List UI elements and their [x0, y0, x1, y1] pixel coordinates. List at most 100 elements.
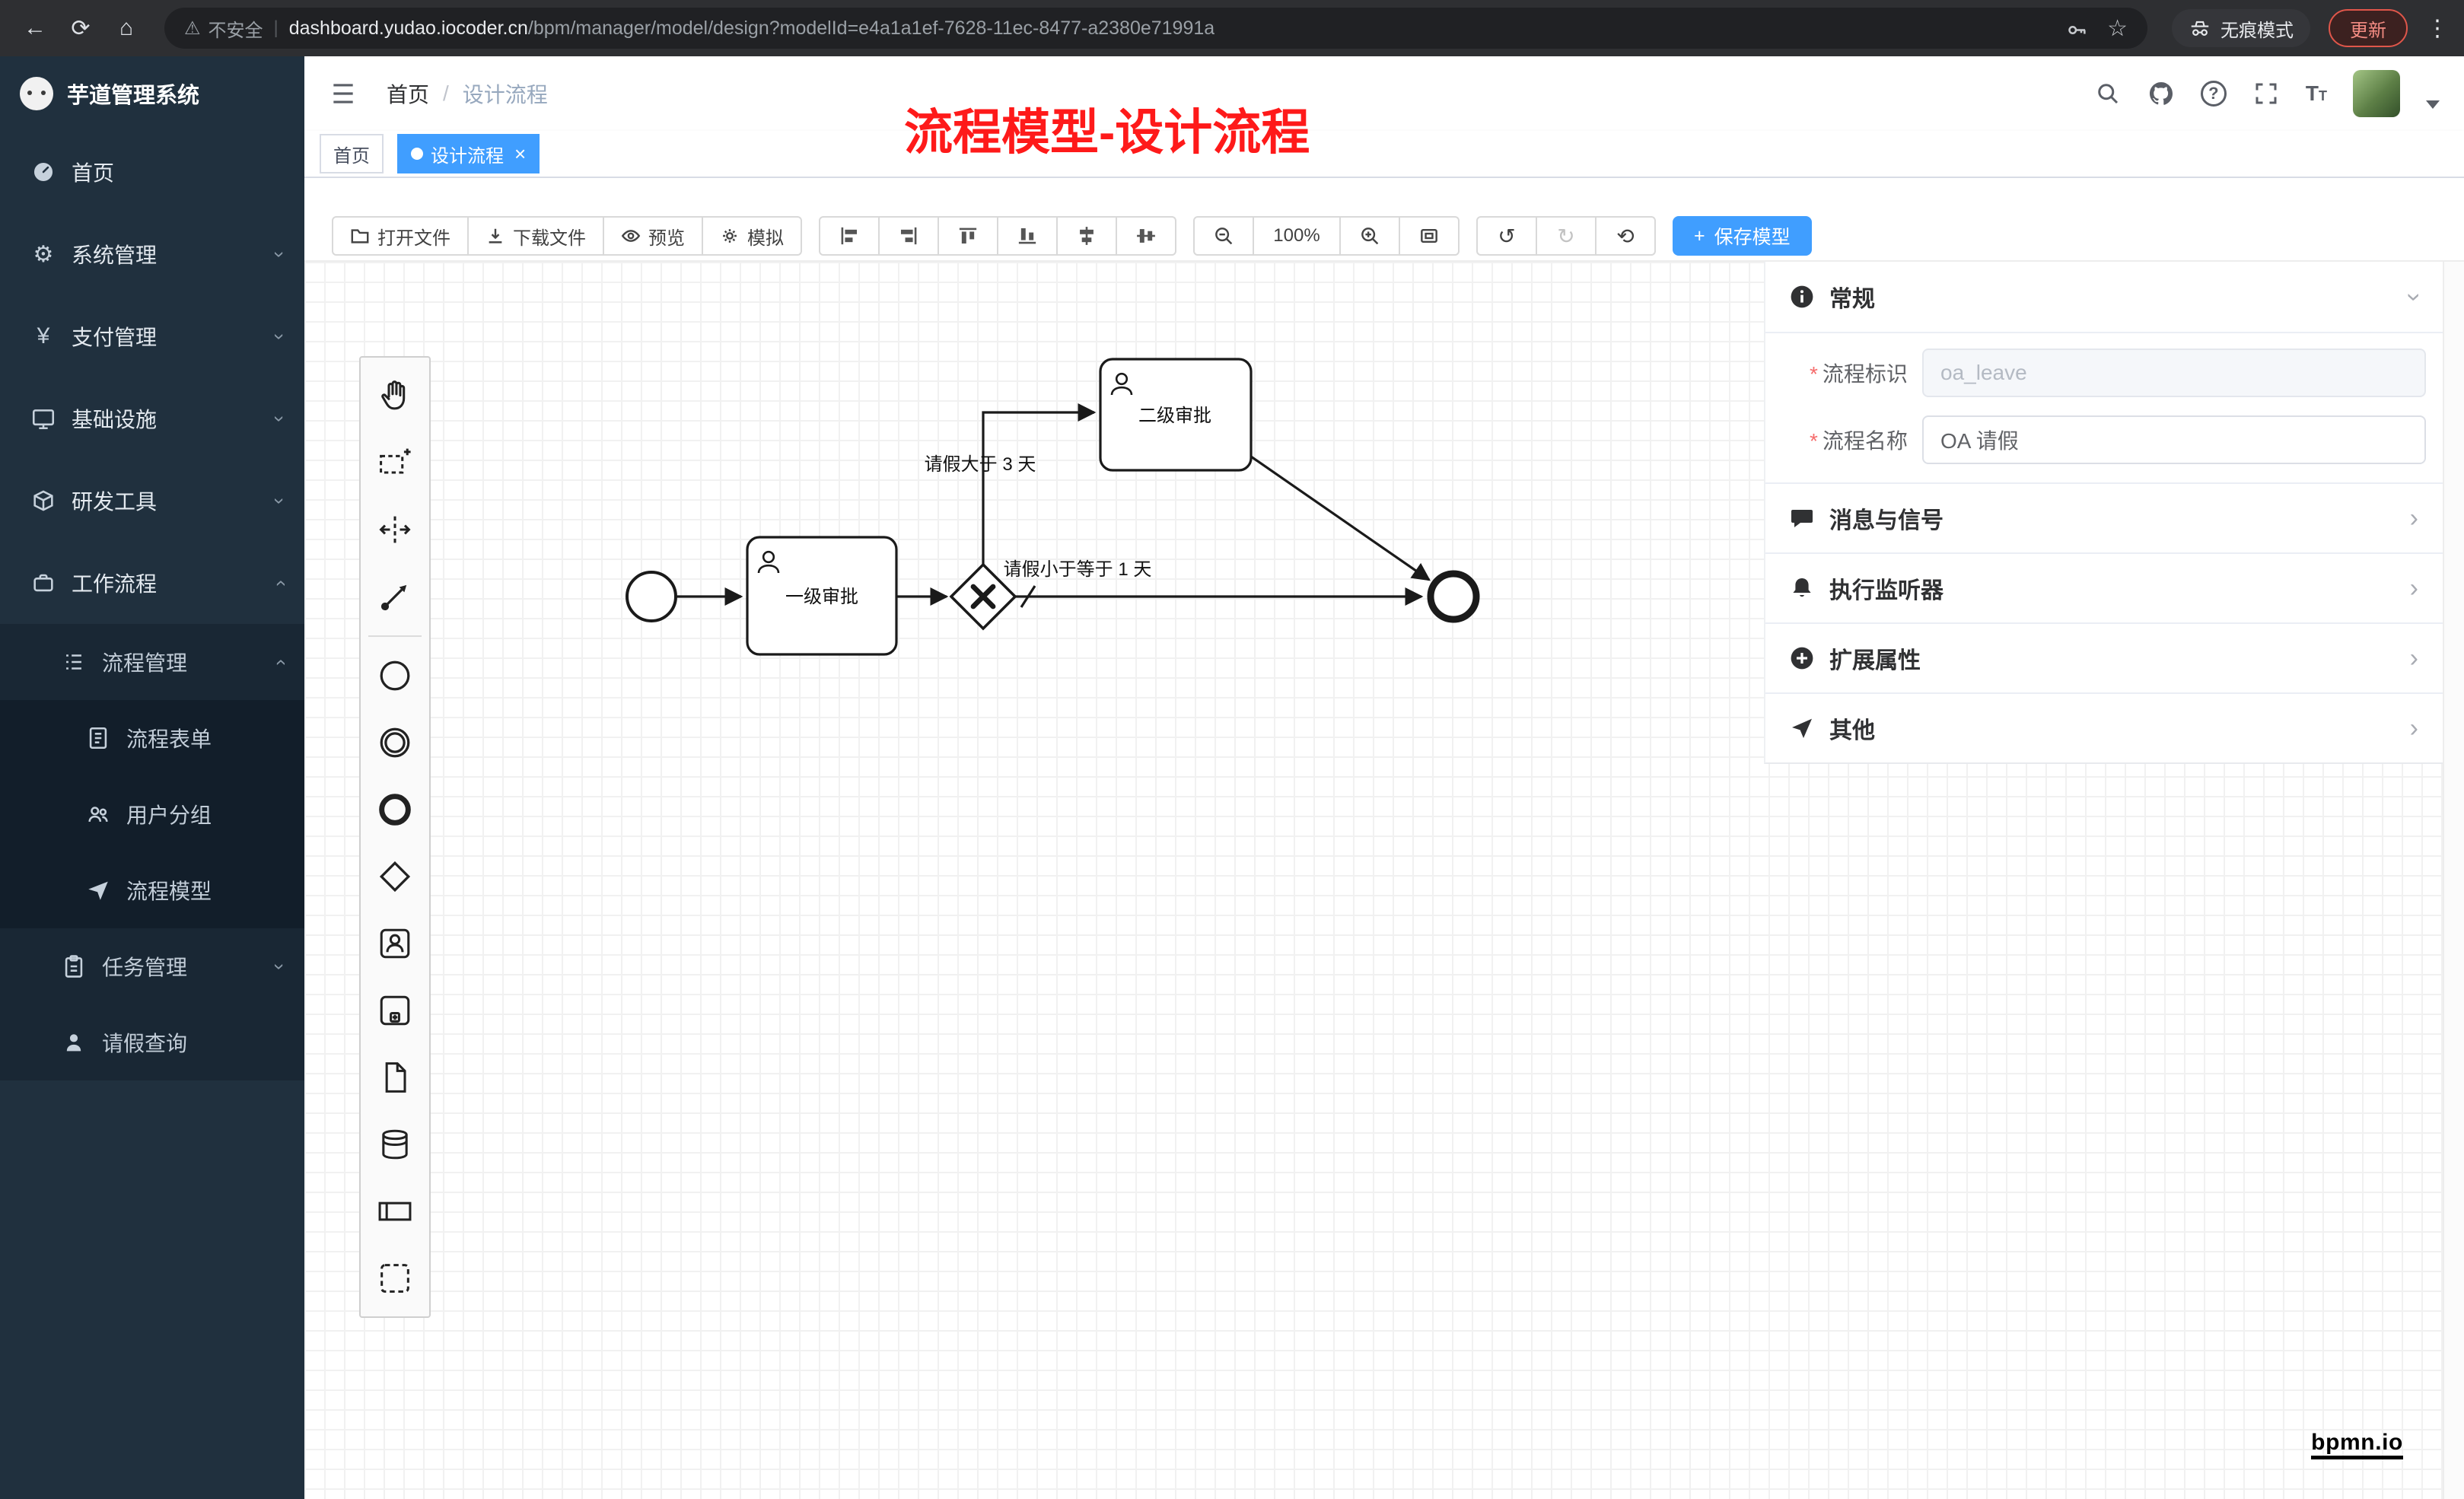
flow-task2-to-end[interactable]	[1250, 455, 1431, 581]
bookmark-star-icon[interactable]: ☆	[2107, 15, 2128, 41]
avatar-caret-icon[interactable]	[2426, 100, 2440, 109]
bpmn-io-logo[interactable]: bpmn.io	[2311, 1430, 2403, 1459]
close-icon[interactable]: ×	[514, 142, 527, 165]
align-right-button[interactable]	[878, 216, 939, 256]
section-general[interactable]: 常规 ›	[1765, 262, 2443, 332]
sidebar-item-workflow[interactable]: 工作流程 ›	[0, 542, 304, 624]
align-center-horizontal-button[interactable]	[1056, 216, 1117, 256]
process-name-row: *流程名称	[1810, 415, 2426, 464]
sidebar-item-system[interactable]: ⚙ 系统管理 ›	[0, 213, 304, 295]
preview-button[interactable]: 预览	[603, 216, 703, 256]
app-logo[interactable]: 芋道管理系统	[0, 56, 304, 131]
create-start-event[interactable]	[361, 642, 429, 709]
user-task-level2[interactable]: 二级审批	[1099, 358, 1253, 472]
github-icon[interactable]	[2147, 80, 2175, 107]
process-key-input[interactable]	[1922, 348, 2426, 397]
browser-menu-icon[interactable]: ⋮	[2426, 15, 2449, 41]
fullscreen-icon[interactable]	[2252, 80, 2280, 107]
chrome-update-button[interactable]: 更新	[2329, 9, 2408, 47]
section-messages-signals[interactable]: 消息与信号 ›	[1765, 482, 2443, 552]
global-connect-tool[interactable]	[361, 563, 429, 630]
start-event-icon	[380, 660, 410, 691]
user-avatar[interactable]	[2353, 70, 2400, 117]
simulate-button[interactable]: 模拟	[702, 216, 802, 256]
flow-gateway-to-task2[interactable]	[982, 403, 1097, 565]
create-user-task[interactable]	[361, 910, 429, 977]
sidebar-item-user-group[interactable]: 用户分组	[0, 776, 304, 852]
end-event[interactable]	[1427, 570, 1480, 623]
sidebar-item-task-mgmt[interactable]: 任务管理 ›	[0, 928, 304, 1004]
sidebar-fold-icon[interactable]	[329, 79, 358, 108]
undo-button[interactable]: ↺	[1476, 216, 1537, 256]
key-icon[interactable]	[2066, 17, 2089, 40]
process-name-input[interactable]	[1922, 415, 2426, 464]
sidebar-item-process-form[interactable]: 流程表单	[0, 700, 304, 776]
bpmn-canvas[interactable]: 一级审批 二级审批 请假大于 3 天 请假小于等于 1 天	[304, 262, 2464, 1499]
space-tool[interactable]	[361, 496, 429, 563]
section-extension-attributes[interactable]: 扩展属性 ›	[1765, 622, 2443, 692]
undo-icon: ↺	[1498, 224, 1516, 248]
hand-tool[interactable]	[361, 362, 429, 429]
tag-home[interactable]: 首页	[320, 134, 384, 173]
tag-label: 首页	[333, 145, 370, 167]
plus-icon: +	[1694, 224, 1705, 247]
create-subprocess[interactable]	[361, 977, 429, 1044]
lasso-tool[interactable]	[361, 429, 429, 496]
create-participant[interactable]	[361, 1178, 429, 1245]
start-event[interactable]	[626, 571, 677, 622]
chevron-right-icon: ›	[2409, 573, 2418, 603]
search-icon[interactable]	[2094, 80, 2122, 107]
refresh-button[interactable]: ⟳	[71, 15, 91, 41]
bpmn-palette	[359, 356, 431, 1318]
open-file-button[interactable]: 打开文件	[332, 216, 469, 256]
zoom-in-button[interactable]	[1339, 216, 1400, 256]
create-end-event[interactable]	[361, 776, 429, 843]
align-right-icon	[900, 227, 917, 245]
user-task-level1[interactable]: 一级审批	[746, 536, 898, 656]
align-left-button[interactable]	[819, 216, 880, 256]
sidebar-item-home[interactable]: 首页	[0, 131, 304, 213]
sidebar-item-devtools[interactable]: 研发工具 ›	[0, 460, 304, 542]
back-button[interactable]: ←	[24, 15, 46, 40]
sidebar-item-infra[interactable]: 基础设施 ›	[0, 377, 304, 460]
home-button[interactable]: ⌂	[119, 15, 134, 40]
briefcase-icon	[33, 574, 53, 592]
send-icon	[88, 881, 108, 900]
align-top-button[interactable]	[938, 216, 998, 256]
sidebar-item-process-mgmt[interactable]: 流程管理 ›	[0, 624, 304, 700]
save-model-button[interactable]: + 保存模型	[1673, 216, 1812, 256]
restart-button[interactable]: ⟲	[1595, 216, 1656, 256]
zoom-level[interactable]: 100%	[1253, 216, 1341, 256]
create-group[interactable]	[361, 1245, 429, 1312]
redo-button[interactable]: ↻	[1536, 216, 1597, 256]
section-other[interactable]: 其他 ›	[1765, 692, 2443, 762]
exclusive-gateway[interactable]	[949, 562, 1017, 631]
align-center-vertical-button[interactable]	[1116, 216, 1176, 256]
zoom-reset-button[interactable]	[1399, 216, 1460, 256]
group-icon	[380, 1264, 409, 1293]
sidebar-item-leave-query[interactable]: 请假查询	[0, 1004, 304, 1080]
help-icon[interactable]: ?	[2200, 81, 2227, 107]
create-gateway[interactable]	[361, 843, 429, 910]
sidebar-item-process-model[interactable]: 流程模型	[0, 852, 304, 928]
create-data-object[interactable]	[361, 1044, 429, 1111]
align-bottom-button[interactable]	[997, 216, 1058, 256]
tag-design-process[interactable]: 设计流程 ×	[397, 134, 540, 173]
address-bar[interactable]: ⚠ 不安全 | dashboard.yudao.iocoder.cn/bpm/m…	[164, 8, 2147, 49]
sidebar-item-payment[interactable]: ¥ 支付管理 ›	[0, 295, 304, 377]
section-execution-listeners[interactable]: 执行监听器 ›	[1765, 552, 2443, 622]
x-marker	[970, 584, 996, 609]
required-marker: *	[1810, 362, 1818, 386]
breadcrumb-home[interactable]: 首页	[387, 83, 430, 107]
scrollbar-gutter[interactable]	[2443, 262, 2464, 1499]
sidebar-item-label: 请假查询	[102, 1032, 188, 1055]
create-data-store[interactable]	[361, 1111, 429, 1178]
create-intermediate-event[interactable]	[361, 709, 429, 776]
chevron-down-icon: ›	[269, 963, 292, 970]
zoom-out-button[interactable]	[1193, 216, 1254, 256]
download-file-button[interactable]: 下载文件	[467, 216, 604, 256]
incognito-label: 无痕模式	[2220, 20, 2294, 41]
